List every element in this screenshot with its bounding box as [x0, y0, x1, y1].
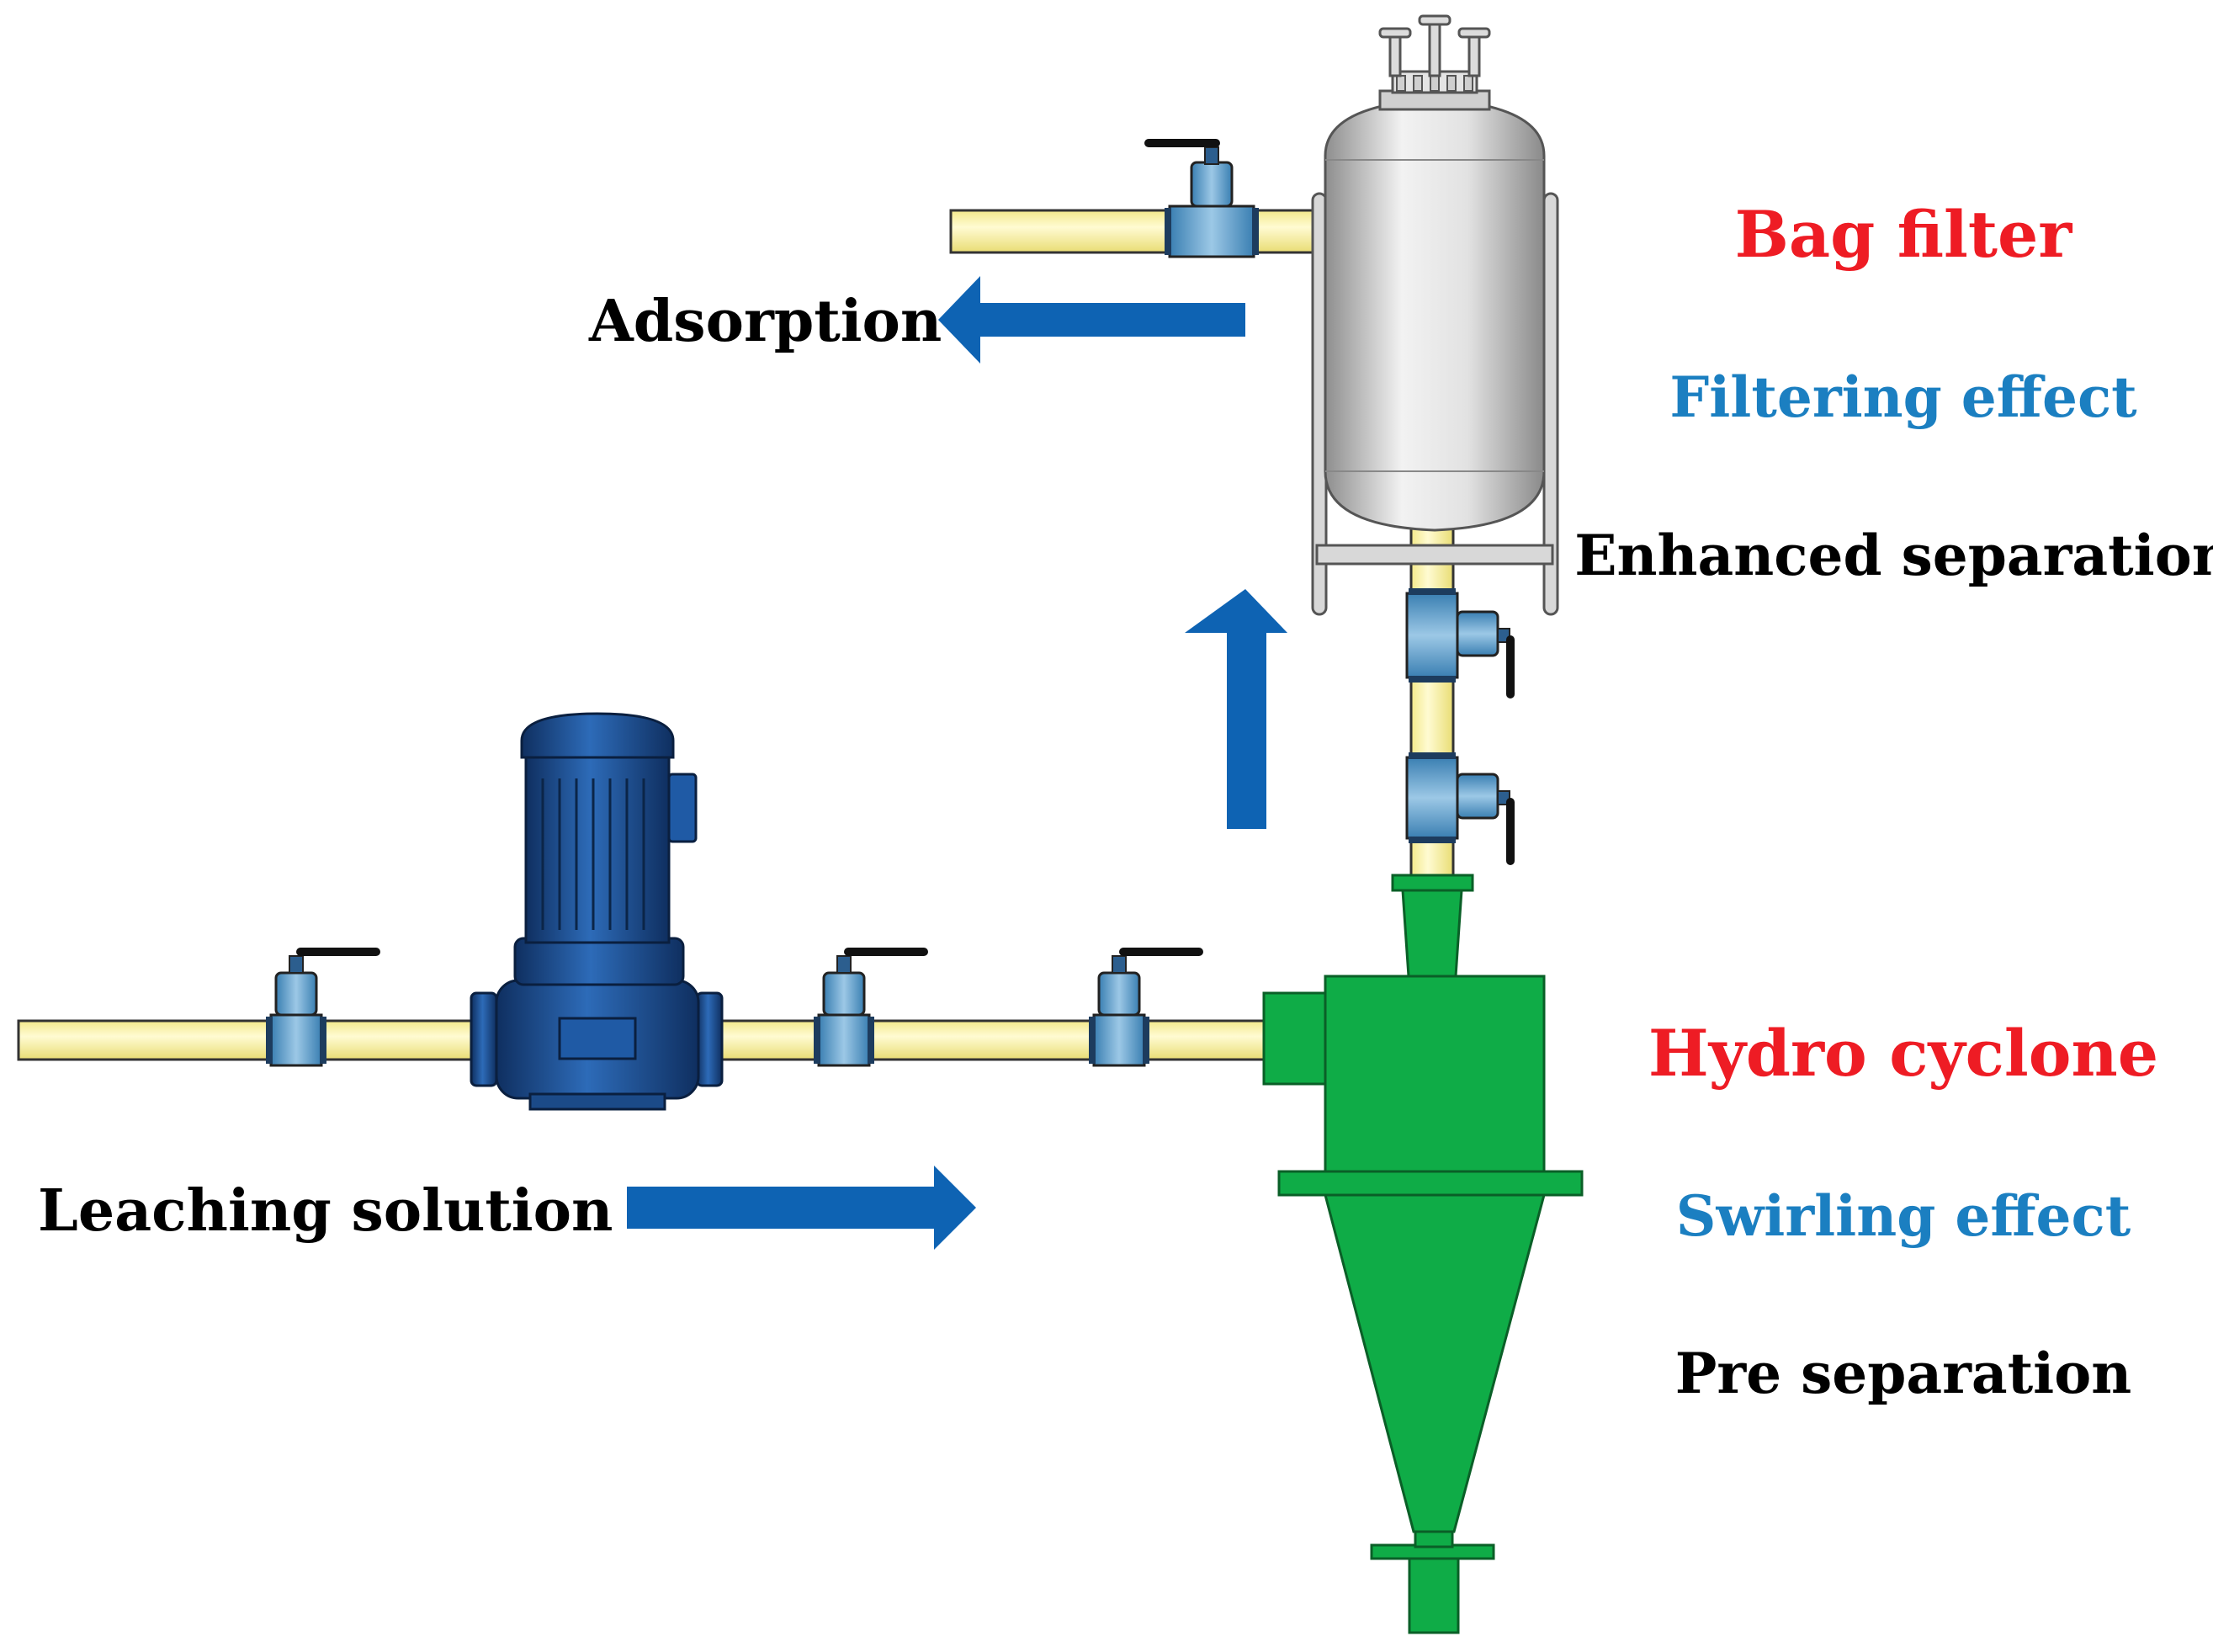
valves [266, 139, 1515, 1067]
motor-cap [520, 712, 675, 759]
filter-support-crossbar [1315, 544, 1554, 566]
labels: Adsorption Leaching solution Bag filter … [38, 197, 2213, 1406]
label-leaching-solution: Leaching solution [38, 1177, 613, 1245]
cyclone-cone [1324, 1193, 1546, 1533]
pump-motor [524, 752, 671, 944]
centrifugal-pump [470, 712, 724, 1111]
outlet-pipe [949, 209, 1331, 254]
label-enhanced-separation: Enhanced separation [1574, 523, 2213, 588]
label-swirling-effect: Swirling effect [1676, 1183, 2131, 1249]
cyclone-overflow-neck [1401, 889, 1463, 978]
filter-top-posts [1378, 14, 1491, 77]
cyclone-inlet-box [1262, 991, 1333, 1086]
label-filtering-effect: Filtering effect [1669, 364, 2137, 430]
pump-base [528, 1092, 666, 1111]
valve-inlet-1[interactable] [266, 948, 380, 1067]
motor-terminal-box [667, 773, 698, 843]
pump-flange-left [470, 991, 498, 1087]
hydro-cyclone [1262, 874, 1584, 1634]
cyclone-underflow-outlet [1408, 1557, 1460, 1634]
cyclone-cylinder [1324, 975, 1546, 1173]
label-hydro-cyclone: Hydro cyclone [1648, 1016, 2158, 1091]
label-adsorption: Adsorption [588, 288, 942, 355]
valve-inlet-2[interactable] [814, 948, 928, 1067]
cyclone-top-flange [1391, 874, 1474, 892]
pump-coupling [513, 937, 685, 986]
flow-arrow-right [627, 1166, 976, 1250]
label-pre-separation: Pre separation [1675, 1341, 2132, 1406]
flow-arrow-up [1185, 589, 1287, 829]
valve-outlet[interactable] [1144, 139, 1259, 258]
flow-arrows [627, 276, 1287, 1250]
cyclone-mid-flange [1277, 1170, 1584, 1197]
valve-riser-upper[interactable] [1405, 588, 1515, 699]
label-bag-filter: Bag filter [1735, 197, 2073, 272]
filter-body [1324, 98, 1546, 532]
motor-cooling-fins [541, 778, 645, 930]
valve-riser-lower[interactable] [1405, 752, 1515, 865]
bag-filter-vessel [1311, 14, 1559, 616]
valve-inlet-3[interactable] [1089, 948, 1203, 1067]
pump-flange-right [695, 991, 724, 1087]
flow-arrow-left [938, 276, 1245, 364]
